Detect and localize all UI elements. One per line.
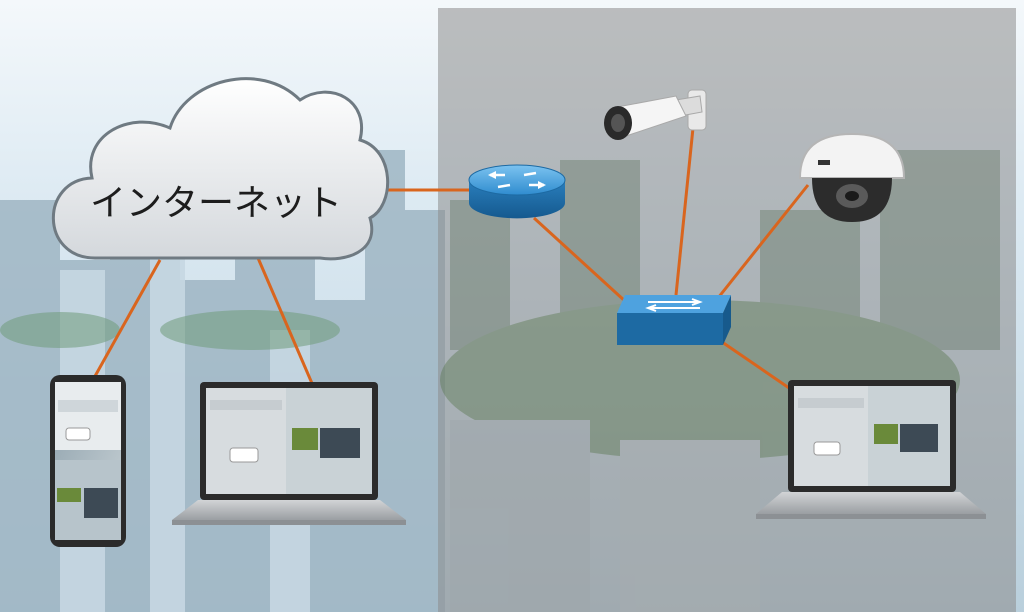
link-switch-laptop-right [721,340,793,392]
link-router-switch [532,216,628,304]
laptop-icon [172,382,406,525]
smartphone-icon [50,375,126,547]
link-cloud-phone [92,259,162,379]
internet-cloud: インターネット [51,77,390,261]
bullet-camera-icon [604,89,707,140]
link-cloud-laptop-left [256,257,316,389]
cloud-icon [51,77,390,261]
switch-icon [617,295,731,345]
dome-camera-icon [798,132,906,222]
link-bullet-switch [674,127,695,296]
link-dome-switch [716,184,810,299]
laptop-icon [756,380,986,519]
router-icon [468,164,566,219]
cloud-label: インターネット [90,183,342,224]
network-links [92,127,810,392]
